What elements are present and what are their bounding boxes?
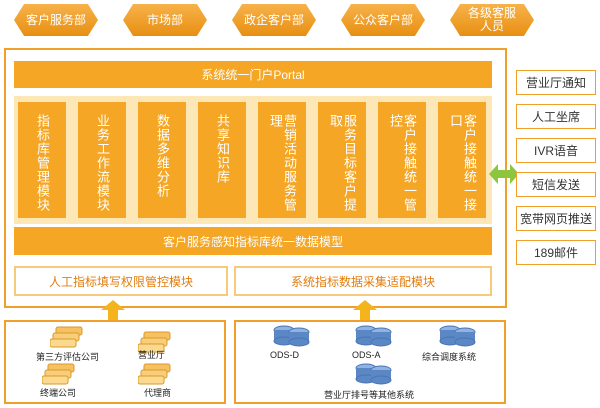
module-contact-control: 客户接触统一管控 bbox=[378, 102, 426, 218]
module-knowledge-base: 共享知识库 bbox=[198, 102, 246, 218]
system-label: ODS-A bbox=[352, 350, 381, 360]
channel-agent-seat: 人工坐席 bbox=[516, 104, 596, 129]
dept-label: 公众客户部 bbox=[352, 12, 413, 27]
system-label: 综合调度系统 bbox=[422, 352, 477, 362]
module-marketing-campaign: 营销活动服务管理 bbox=[258, 102, 306, 218]
system-label: 营业厅排号等其他系统 bbox=[324, 390, 415, 400]
folder-stack-icon bbox=[42, 363, 75, 385]
source-label: 营业厅 bbox=[138, 350, 166, 360]
dept-service-staff: 各级客服人员 bbox=[450, 4, 534, 36]
data-model-bar: 客户服务感知指标库统一数据模型 bbox=[14, 227, 492, 255]
source-label: 代理商 bbox=[144, 388, 172, 398]
channel-189-mail: 189邮件 bbox=[516, 240, 596, 265]
module-indicator-library: 指标库管理模块 bbox=[18, 102, 66, 218]
channel-hall-notice: 营业厅通知 bbox=[516, 70, 596, 95]
dept-government-enterprise: 政企客户部 bbox=[232, 4, 316, 36]
up-arrow-icon bbox=[101, 300, 125, 322]
module-label: 客户接触统一管控 bbox=[388, 114, 417, 212]
folder-stack-icon bbox=[50, 326, 83, 348]
module-label: 数据多维分析 bbox=[155, 114, 170, 198]
source-label: 终端公司 bbox=[40, 388, 77, 398]
module-multidim-analysis: 数据多维分析 bbox=[138, 102, 186, 218]
external-sources-box bbox=[4, 320, 226, 404]
channel-broadband-push: 宽带网页推送 bbox=[516, 206, 596, 231]
channel-sms: 短信发送 bbox=[516, 172, 596, 197]
module-label: 客户接触统一接口 bbox=[448, 114, 477, 212]
dept-marketing: 市场部 bbox=[123, 4, 207, 36]
module-workflow: 业务工作流模块 bbox=[78, 102, 126, 218]
database-icon bbox=[355, 325, 392, 347]
database-icon bbox=[439, 325, 476, 347]
manual-indicator-module: 人工指标填写权限管控模块 bbox=[14, 266, 228, 296]
dept-label: 政企客户部 bbox=[243, 12, 304, 27]
module-label: 指标库管理模块 bbox=[35, 114, 50, 212]
channel-ivr: IVR语音 bbox=[516, 138, 596, 163]
dept-label: 客户服务部 bbox=[25, 12, 86, 27]
module-label: 服务目标客户提取 bbox=[328, 114, 357, 212]
system-collection-module: 系统指标数据采集适配模块 bbox=[234, 266, 492, 296]
up-arrow-icon bbox=[353, 300, 377, 322]
folder-stack-icon bbox=[138, 331, 171, 353]
database-icon bbox=[355, 363, 392, 385]
dept-label: 市场部 bbox=[146, 12, 183, 27]
module-target-customer: 服务目标客户提取 bbox=[318, 102, 366, 218]
dept-public-customer: 公众客户部 bbox=[341, 4, 425, 36]
system-label: ODS-D bbox=[270, 350, 299, 360]
dept-label: 各级客服人员 bbox=[468, 6, 517, 33]
double-arrow-icon bbox=[489, 164, 519, 184]
folder-stack-icon bbox=[138, 363, 171, 385]
module-label: 业务工作流模块 bbox=[95, 114, 110, 212]
module-contact-interface: 客户接触统一接口 bbox=[438, 102, 486, 218]
source-label: 第三方评估公司 bbox=[36, 352, 100, 362]
module-label: 共享知识库 bbox=[215, 114, 230, 184]
dept-customer-service: 客户服务部 bbox=[14, 4, 98, 36]
module-label: 营销活动服务管理 bbox=[268, 114, 297, 212]
database-icon bbox=[273, 325, 310, 347]
portal-bar: 系统统一门户Portal bbox=[14, 61, 492, 88]
